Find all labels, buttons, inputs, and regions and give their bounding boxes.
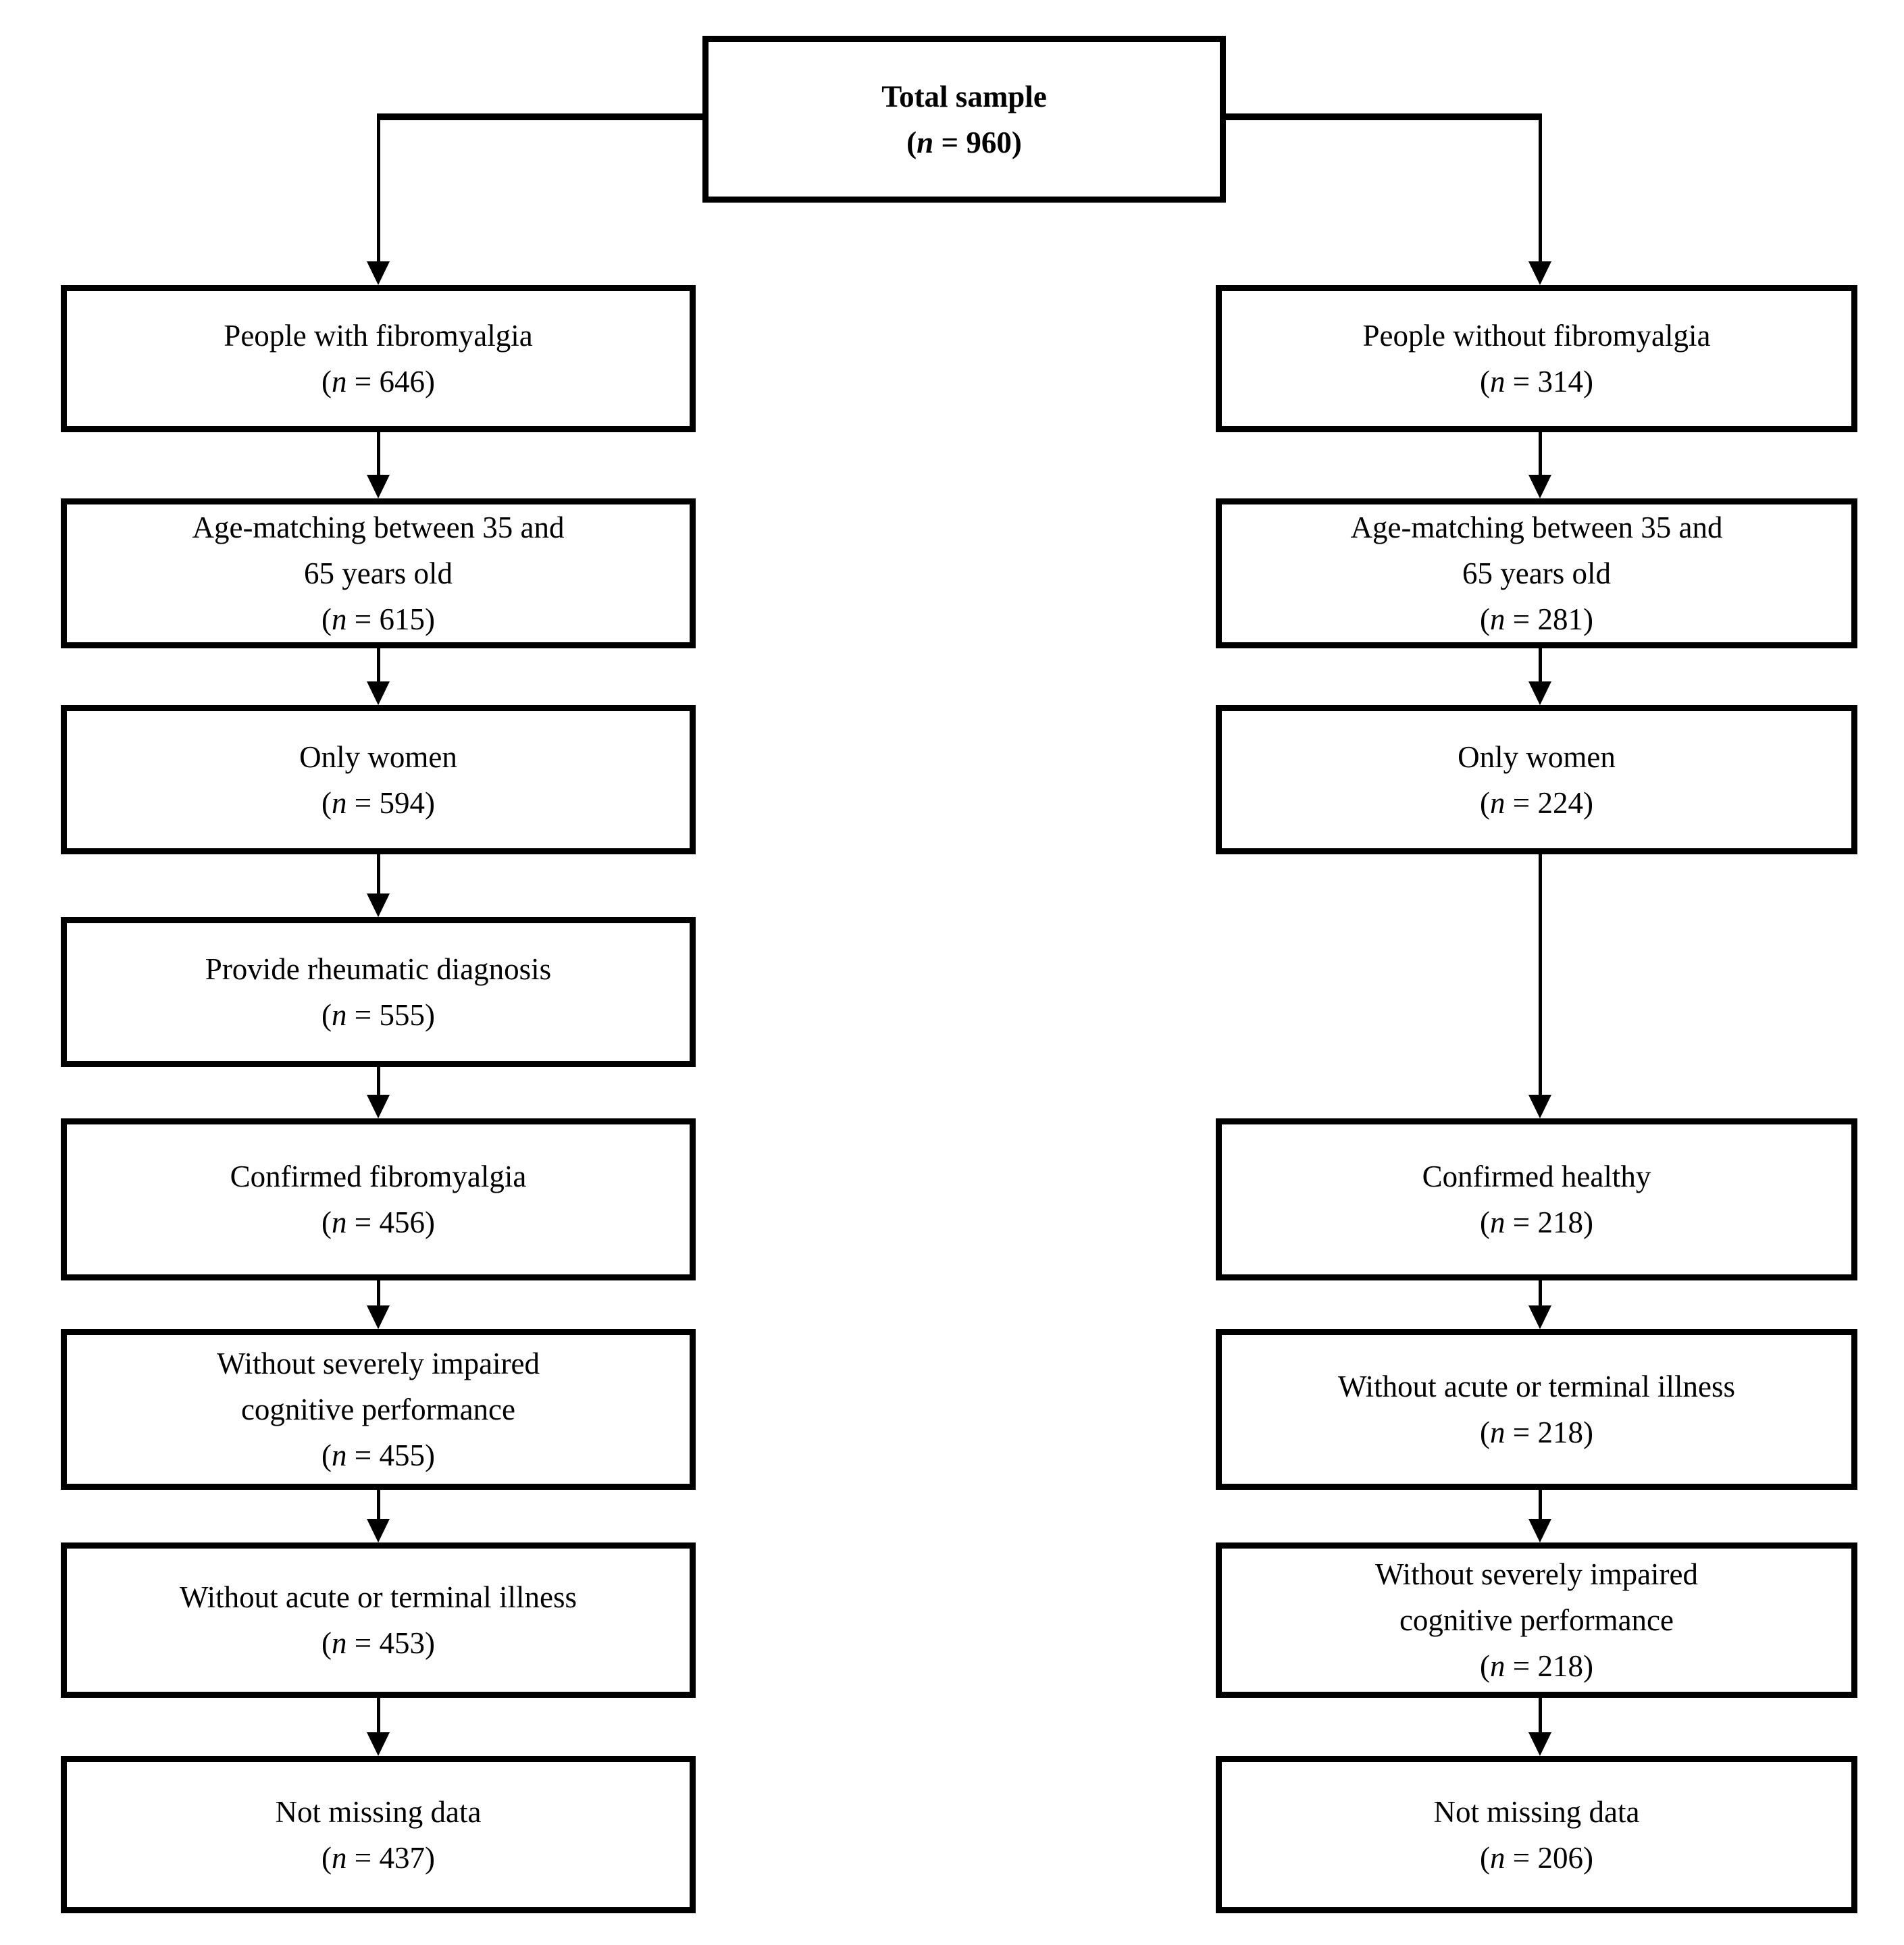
flow-box-left-age-matching: Age-matching between 35 and 65 years old… [61, 498, 696, 648]
box-label: Only women [299, 740, 457, 774]
connector-left-1-line [377, 432, 380, 475]
connector-right-1-line [1539, 432, 1542, 475]
connector-right-5-line [1539, 1490, 1542, 1519]
box-label: Without severely impaired cognitive perf… [216, 1347, 540, 1426]
connector-right-3-arrowhead [1528, 1095, 1551, 1118]
flow-box-right-people-without-fibromyalgia: People without fibromyalgia (n = 314) [1216, 285, 1857, 432]
box-label: Without acute or terminal illness [1337, 1370, 1736, 1403]
box-label: Not missing data [1433, 1794, 1640, 1829]
connector-right-6-line [1539, 1698, 1542, 1732]
flow-box-right-confirmed-healthy: Confirmed healthy (n = 218) [1216, 1118, 1857, 1280]
box-label: Only women [1458, 740, 1616, 774]
connector-right-4-arrowhead [1528, 1305, 1551, 1329]
box-n-line: (n = 455) [321, 1438, 435, 1472]
box-label: People with fibromyalgia [224, 319, 533, 353]
connector-branch-right-vertical [1539, 113, 1542, 261]
flow-box-right-not-missing-data: Not missing data (n = 206) [1216, 1756, 1857, 1913]
box-n-line: (n = 218) [1480, 1205, 1593, 1239]
connector-left-3-line [377, 854, 380, 893]
connector-left-6-arrowhead [367, 1519, 390, 1542]
box-text: Total sample (n = 960) [881, 74, 1047, 165]
connector-left-5-arrowhead [367, 1305, 390, 1329]
flow-box-left-people-with-fibromyalgia: People with fibromyalgia (n = 646) [61, 285, 696, 432]
connector-right-1-arrowhead [1528, 475, 1551, 498]
box-n-line: (n = 437) [321, 1840, 435, 1875]
box-n-line: (n = 206) [1480, 1840, 1593, 1875]
connector-left-3-arrowhead [367, 893, 390, 917]
flow-box-right-age-matching: Age-matching between 35 and 65 years old… [1216, 498, 1857, 648]
flow-box-total-sample: Total sample (n = 960) [702, 36, 1226, 203]
box-label: Total sample [881, 79, 1047, 113]
connector-branch-right-arrowhead [1528, 261, 1551, 285]
flow-box-left-without-acute-illness: Without acute or terminal illness (n = 4… [61, 1542, 696, 1698]
box-label: People without fibromyalgia [1362, 319, 1711, 353]
flow-box-right-without-impaired-cognition: Without severely impaired cognitive perf… [1216, 1542, 1857, 1698]
connector-right-6-arrowhead [1528, 1732, 1551, 1756]
connector-left-5-line [377, 1280, 380, 1305]
flow-box-left-not-missing-data: Not missing data (n = 437) [61, 1756, 696, 1913]
box-label: Without severely impaired cognitive perf… [1374, 1557, 1699, 1637]
box-n-line: (n = 218) [1480, 1416, 1593, 1449]
box-n-line: (n = 594) [321, 785, 435, 820]
box-n-line: (n = 646) [321, 365, 435, 398]
box-n-line: (n = 615) [321, 602, 435, 636]
connector-branch-left-arrowhead [367, 261, 390, 285]
connector-left-2-arrowhead [367, 681, 390, 705]
connector-left-4-line [377, 1067, 380, 1095]
connector-right-2-arrowhead [1528, 681, 1551, 705]
box-n-line: (n = 453) [321, 1626, 435, 1660]
flow-box-left-confirmed-fibromyalgia: Confirmed fibromyalgia (n = 456) [61, 1118, 696, 1280]
box-n-line: (n = 218) [1480, 1649, 1593, 1683]
connector-right-4-line [1539, 1280, 1542, 1305]
connector-right-2-line [1539, 648, 1542, 681]
box-label: Confirmed fibromyalgia [230, 1160, 527, 1193]
box-label: Age-matching between 35 and 65 years old [1350, 511, 1723, 590]
box-n-line: (n = 224) [1480, 785, 1593, 820]
box-label: Age-matching between 35 and 65 years old [192, 511, 565, 590]
connector-right-3-long-line [1539, 854, 1542, 1095]
box-label: Not missing data [275, 1794, 482, 1829]
connector-branch-right-horizontal [1226, 113, 1542, 120]
connector-branch-left-vertical [377, 113, 380, 261]
box-label: Without acute or terminal illness [179, 1580, 577, 1614]
box-label: Confirmed healthy [1422, 1160, 1651, 1193]
flow-box-left-without-impaired-cognition: Without severely impaired cognitive perf… [61, 1329, 696, 1490]
box-n-line: (n = 314) [1480, 365, 1593, 398]
box-n-line: (n = 456) [321, 1205, 435, 1239]
connector-branch-left-horizontal [377, 113, 702, 120]
box-n-line: (n = 281) [1480, 602, 1593, 636]
connector-right-5-arrowhead [1528, 1519, 1551, 1542]
connector-left-1-arrowhead [367, 475, 390, 498]
flow-box-right-only-women: Only women (n = 224) [1216, 705, 1857, 854]
box-n-line: (n = 960) [906, 125, 1022, 159]
flow-box-right-without-acute-illness: Without acute or terminal illness (n = 2… [1216, 1329, 1857, 1490]
connector-left-7-arrowhead [367, 1732, 390, 1756]
connector-left-2-line [377, 648, 380, 681]
connector-left-6-line [377, 1490, 380, 1519]
flow-box-left-rheumatic-diagnosis: Provide rheumatic diagnosis (n = 555) [61, 917, 696, 1067]
connector-left-4-arrowhead [367, 1095, 390, 1118]
flow-box-left-only-women: Only women (n = 594) [61, 705, 696, 854]
box-n-line: (n = 555) [321, 998, 435, 1032]
box-label: Provide rheumatic diagnosis [205, 952, 552, 986]
connector-left-7-line [377, 1698, 380, 1732]
